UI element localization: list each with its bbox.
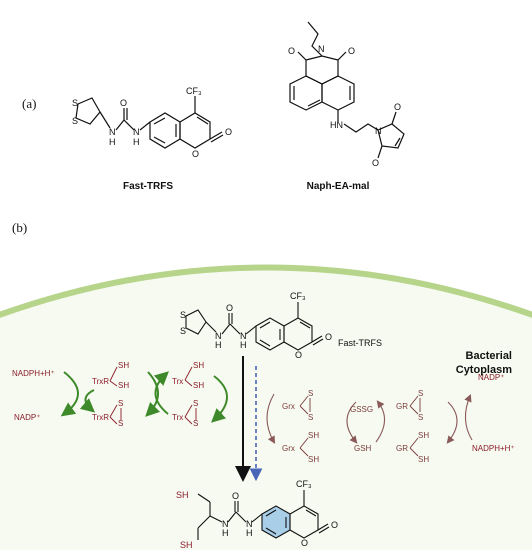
trx-cycle-arrows (60, 371, 228, 423)
grx-nadph: NADPH+H⁺ (472, 444, 515, 453)
trx-nadp: NADP⁺ (14, 413, 40, 422)
cytoplasm-fill (0, 267, 532, 550)
cytoplasm-label-1: Bacterial (466, 350, 512, 362)
trx-reduced-sh2: SH (193, 381, 204, 390)
trxr-reduced-sh2: SH (118, 381, 129, 390)
h-atom-2: H (133, 137, 140, 147)
product-sh-1: SH (176, 490, 189, 500)
grx-bond-lines (299, 395, 421, 457)
naph-ea-mal-name: Naph-EA-mal (307, 181, 370, 192)
o-top-2: O (348, 46, 355, 56)
probe-o-lactone: O (325, 332, 332, 342)
product-n-2: N (246, 519, 253, 529)
n-top: N (318, 44, 325, 54)
panel-a-label: (a) (22, 96, 36, 111)
trxr-oxidized-s2: S (118, 419, 123, 428)
grx-reduced: Grx (282, 444, 295, 453)
cell-membrane (0, 264, 532, 318)
trx-reduced-sh1: SH (193, 361, 204, 370)
probe-h-1: H (215, 340, 222, 350)
product-n-1: N (222, 519, 229, 529)
probe-o-carbonyl: O (226, 303, 233, 313)
fast-trfs-name: Fast-TRFS (123, 181, 173, 192)
gr-oxidized-s2: S (418, 413, 423, 422)
hn-group: HN (330, 120, 343, 130)
probe-o-ring: O (295, 350, 302, 360)
grx-oxidized-s2: S (308, 413, 313, 422)
naph-ea-mal-structure (289, 21, 405, 159)
trxr-oxidized-s1: S (118, 399, 123, 408)
grx-nadp: NADP⁺ (478, 373, 504, 382)
probe-s-2: S (180, 326, 186, 336)
product-pyrone-ring (265, 490, 330, 539)
grx-cycle-arrows (266, 393, 473, 444)
trx-oxidized: Trx (172, 413, 183, 422)
gr-reduced: GR (396, 444, 408, 453)
cytoplasm-label-2: Cytoplasm (456, 364, 512, 376)
probe-n-1: N (215, 331, 222, 341)
trx-nadph: NADPH+H⁺ (12, 369, 55, 378)
probe-name-label: Fast-TRFS (338, 338, 382, 348)
product-structure (197, 493, 263, 540)
n-atom-2: N (133, 127, 140, 137)
probe-structure (185, 302, 324, 351)
product-sh-2: SH (180, 540, 193, 550)
trx-oxidized-s2: S (193, 419, 198, 428)
trxr-oxidized: TrxR (92, 413, 109, 422)
product-h-2: H (246, 528, 253, 538)
s-atom-2: S (72, 116, 78, 126)
h-atom-1: H (109, 137, 116, 147)
trx-bond-lines (109, 366, 197, 425)
product-cf3: CF₃ (296, 479, 312, 489)
grx-oxidized-s1: S (308, 389, 313, 398)
o-maleimide-1: O (394, 102, 401, 112)
n-maleimide: N (375, 126, 382, 136)
probe-h-2: H (240, 340, 247, 350)
o-ring: O (192, 149, 199, 159)
gr-reduced-sh1: SH (418, 431, 429, 440)
trxr-reduced-sh1: SH (118, 361, 129, 370)
probe-n-2: N (240, 331, 247, 341)
probe-cf3: CF₃ (290, 291, 306, 301)
o-carbonyl: O (120, 98, 127, 108)
s-atom-1: S (72, 98, 78, 108)
gr-reduced-sh2: SH (418, 455, 429, 464)
cf3-group: CF₃ (186, 86, 202, 96)
probe-s-1: S (180, 310, 186, 320)
grx-reduced-sh1: SH (308, 431, 319, 440)
fast-trfs-structure (75, 96, 224, 149)
product-o-carbonyl: O (232, 491, 239, 501)
trxr-reduced: TrxR (92, 377, 109, 386)
panel-b-label: (b) (12, 220, 27, 235)
gr-oxidized-s1: S (418, 389, 423, 398)
gr-oxidized: GR (396, 402, 408, 411)
grx-oxidized: Grx (282, 402, 295, 411)
o-top-1: O (288, 46, 295, 56)
n-atom-1: N (109, 127, 116, 137)
o-maleimide-2: O (372, 158, 379, 168)
trx-reduced: Trx (172, 377, 183, 386)
o-lactone: O (225, 127, 232, 137)
product-o-ring: O (301, 538, 308, 548)
gssg-label: GSSG (350, 405, 373, 414)
product-o-lactone: O (331, 520, 338, 530)
trx-oxidized-s1: S (193, 399, 198, 408)
grx-reduced-sh2: SH (308, 455, 319, 464)
product-h-1: H (222, 528, 229, 538)
gsh-label: GSH (354, 444, 372, 453)
